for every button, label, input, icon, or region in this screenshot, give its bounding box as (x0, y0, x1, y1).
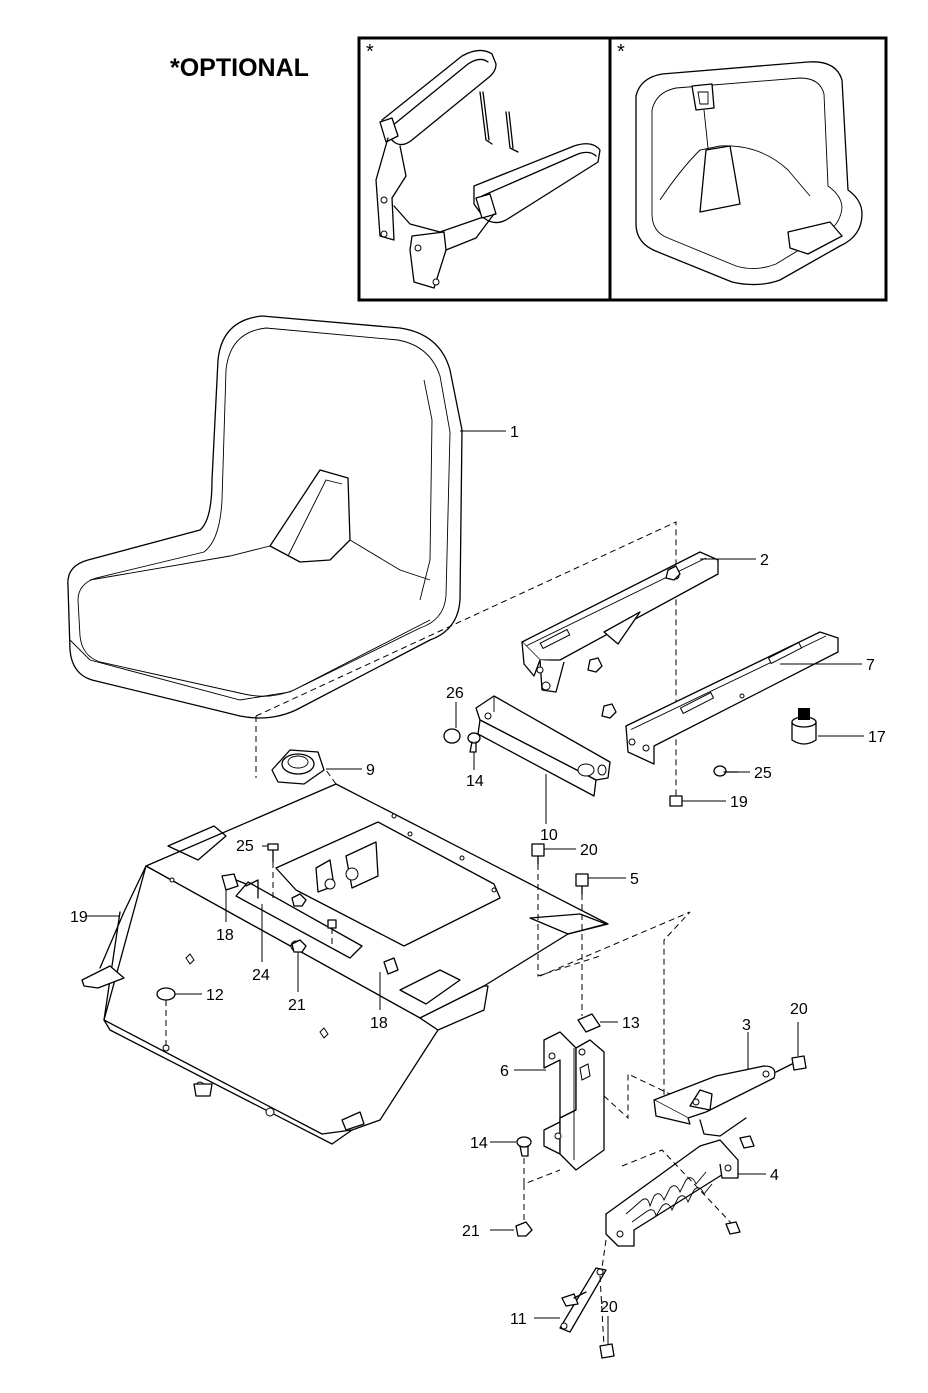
bolt-part-19-upper (669, 795, 683, 807)
callout-24: 24 (252, 967, 270, 984)
callout-7: 7 (866, 657, 875, 674)
callout-12: 12 (206, 987, 224, 1004)
nut-adjuster (725, 1221, 741, 1235)
callout-25-lower: 25 (236, 838, 254, 855)
bumper-part-17 (791, 708, 817, 745)
callout-10: 10 (540, 827, 558, 844)
callout-25-upper: 25 (754, 765, 772, 782)
callout-14-upper: 14 (466, 773, 484, 790)
armrest-kit-illustration (375, 49, 601, 289)
bolt-part-20-lower (599, 1343, 615, 1359)
seat-cushion-optional-marker: * (617, 41, 625, 63)
callout-4: 4 (770, 1167, 779, 1184)
callout-11: 11 (510, 1311, 527, 1328)
bolt-part-18-left (221, 873, 247, 891)
rivet-part-25-lower (267, 843, 279, 863)
optional-parts-panel: * * (357, 36, 888, 302)
callout-18-left: 18 (216, 927, 234, 944)
optional-heading: *OPTIONAL (170, 54, 309, 82)
callout-20-lower: 20 (600, 1299, 618, 1316)
callout-19-lower: 5 (630, 871, 639, 888)
callout-6: 6 (500, 1063, 509, 1080)
callout-20-center: 20 (580, 842, 598, 859)
bolt-hinge-center (327, 919, 337, 946)
callout-18-right: 18 (370, 1015, 388, 1032)
callout-13: 13 (622, 1015, 640, 1032)
callout-21-upper: 21 (288, 997, 306, 1014)
callout-9: 9 (366, 762, 375, 779)
link-part-11 (559, 1267, 607, 1333)
seat-rail-part-2 (521, 551, 719, 693)
bracket-part-3 (653, 1065, 776, 1137)
callout-3: 3 (742, 1017, 751, 1034)
seat-part-1 (67, 315, 463, 719)
rivet-part-25-upper (713, 765, 739, 777)
callout-14-lower: 14 (470, 1135, 488, 1152)
callout-2: 2 (760, 552, 769, 569)
adjuster-part-4 (605, 1139, 739, 1247)
plug-part-26 (443, 728, 461, 744)
pin-part-14-lower (516, 1136, 532, 1157)
seat-rail-part-7 (625, 631, 839, 765)
high-back-seat-illustration (635, 61, 863, 286)
nut-part-21-lower (515, 1221, 533, 1237)
seat-switch-part-9 (271, 749, 325, 785)
nut-bracket-3 (739, 1135, 755, 1149)
callout-1: 1 (510, 424, 519, 441)
clip-part-13 (577, 1013, 601, 1033)
callout-17: 17 (868, 729, 886, 746)
pin-part-14-upper (467, 732, 481, 753)
bolt-part-20-right (775, 1055, 807, 1073)
channel-part-10 (475, 695, 611, 797)
seat-pan-part-5 (81, 783, 609, 1145)
callout-5: 19 (70, 909, 88, 926)
callout-26: 26 (446, 685, 464, 702)
nut-hinge-left (291, 893, 307, 907)
callout-21-lower: 21 (462, 1223, 480, 1240)
callout-19-upper: 19 (730, 794, 748, 811)
bolt-part-19-lower (575, 873, 589, 895)
bolt-part-20-center (531, 843, 545, 865)
nut-part-21-upper (291, 939, 307, 953)
callout-20-right: 20 (790, 1001, 808, 1018)
armrest-optional-marker: * (366, 41, 374, 63)
hardware-nuts-rails (587, 565, 681, 719)
bracket-part-6 (543, 1031, 605, 1171)
bolt-part-18-right (383, 957, 399, 975)
